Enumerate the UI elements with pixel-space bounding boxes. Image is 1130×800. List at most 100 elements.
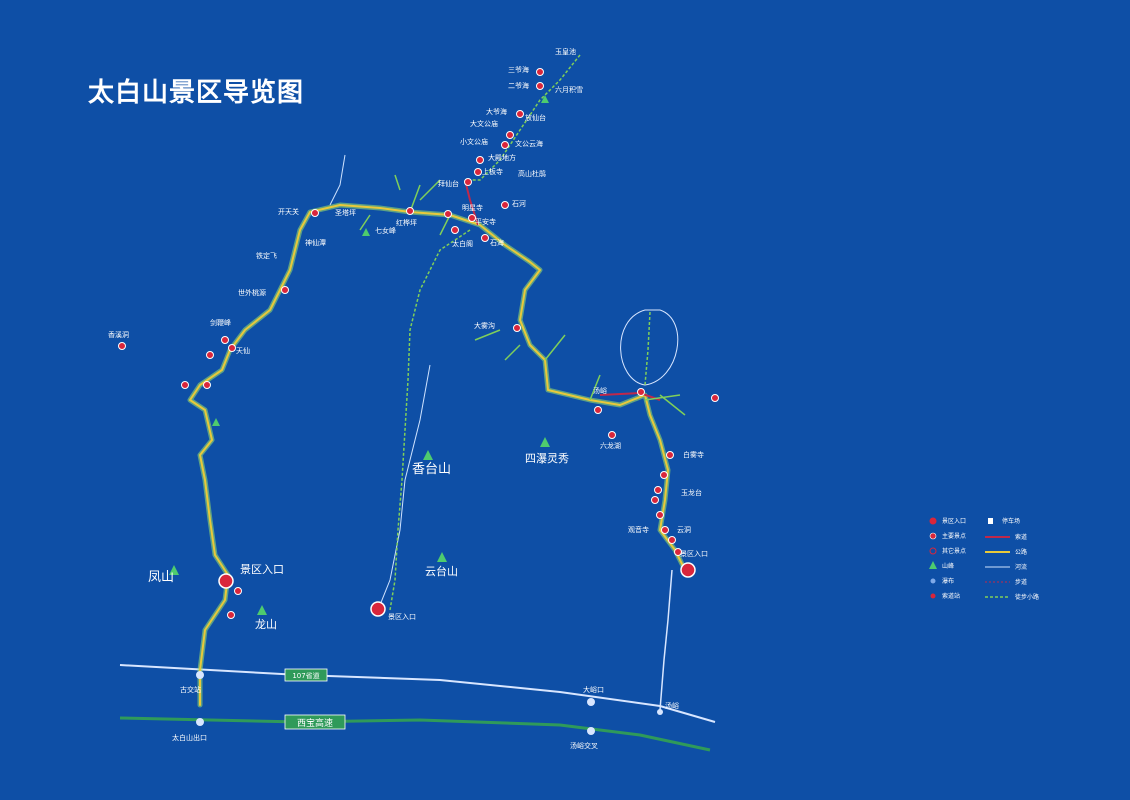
legend-parking-icon: [988, 518, 993, 524]
place-label: 石河: [512, 200, 526, 208]
east-entry-road: [659, 569, 673, 711]
spot: [464, 178, 472, 186]
place-label: 玉皇池: [555, 47, 576, 56]
spot: [660, 471, 668, 479]
map-title: 太白山景区导览图: [88, 78, 305, 108]
province-road-label: 107省道: [292, 671, 319, 680]
area-label: 四瀑灵秀: [525, 452, 569, 465]
spot: [451, 226, 459, 234]
legend-spot-icon: [929, 532, 937, 540]
main-road-west-core: [189, 204, 686, 706]
place-label: 文公云海: [515, 139, 543, 148]
highway-sign: [284, 714, 346, 730]
spot: [661, 526, 669, 534]
legend-label: 景区入口: [942, 518, 966, 525]
legend-label: 主要景点: [942, 532, 966, 540]
spot: [637, 388, 645, 396]
trail-east-inner: [644, 311, 651, 386]
junction: [196, 671, 204, 679]
exit-label: 太白山出口: [172, 733, 207, 742]
place-label: 上板寺: [482, 167, 503, 176]
legend-entry-icon: [929, 517, 937, 525]
place-label: 铁定飞: [256, 251, 277, 260]
entry-marker-west: [218, 573, 234, 589]
trail-mid: [389, 229, 471, 611]
xibao-highway: [119, 716, 711, 752]
spot: [654, 486, 662, 494]
place-label: 放仙台: [525, 113, 546, 122]
trail-branches: [359, 174, 686, 416]
mountain-icon: [540, 437, 550, 447]
mountain-icon: [362, 228, 370, 236]
mountain-icon: [541, 95, 549, 103]
legend-label: 瀑布: [942, 577, 954, 585]
place-label: 二爷海: [508, 81, 529, 90]
legend-cablestation-icon: [930, 593, 936, 599]
mountain-icon: [437, 552, 447, 562]
spot: [608, 431, 616, 439]
spot: [468, 214, 476, 222]
spot: [474, 168, 482, 176]
spot: [203, 381, 211, 389]
spot: [668, 536, 676, 544]
spot: [666, 451, 674, 459]
place-label: 大爷海: [486, 107, 507, 116]
place-label: 大殿地方: [488, 153, 516, 162]
entry-label: 景区入口: [240, 563, 284, 576]
place-label: 神仙潭: [305, 238, 326, 247]
entry-marker-east: [680, 562, 696, 578]
place-label: 大雾沟: [474, 321, 495, 330]
mountain-icon: [423, 450, 433, 460]
legend: 景区入口 主要景点 其它景点 山峰 瀑布 索道站 停车场 索道 公路 河流 步道…: [929, 517, 1039, 601]
spot: [674, 548, 682, 556]
junction: [196, 718, 204, 726]
spot: [506, 131, 514, 139]
legend-label: 徒步小路: [1015, 593, 1039, 601]
peak-label: 香台山: [412, 462, 451, 477]
spot: [501, 141, 509, 149]
mountain-icon: [169, 565, 179, 575]
spot: [181, 381, 189, 389]
highway-label: 西宝高速: [297, 717, 333, 729]
legend-label: 公路: [1015, 548, 1027, 556]
entry-label: 景区入口: [680, 550, 708, 558]
junction: [657, 709, 663, 715]
spot: [481, 234, 489, 242]
place-label: 云洞: [677, 525, 691, 534]
place-label: 汤峪: [593, 386, 607, 395]
place-label: 圣塔坪: [335, 208, 356, 217]
place-label: 拜仙台: [438, 179, 459, 188]
legend-waterfall-icon: [930, 578, 936, 584]
entry-marker-mid: [370, 601, 386, 617]
river: [329, 154, 346, 206]
spot: [228, 344, 236, 352]
junction-label: 汤峪交叉: [570, 741, 598, 750]
place-label: 世外桃源: [238, 288, 266, 297]
spot: [227, 611, 235, 619]
spot: [281, 286, 289, 294]
spot: [594, 406, 602, 414]
scenic-spots: [118, 68, 719, 619]
place-label: 白雾寺: [683, 450, 704, 459]
spot: [476, 156, 484, 164]
spot: [406, 207, 414, 215]
place-label: 石海: [490, 238, 504, 247]
legend-label: 河流: [1015, 563, 1027, 571]
spot: [311, 209, 319, 217]
legend-label: 其它景点: [942, 547, 966, 555]
spot: [536, 68, 544, 76]
province-road: [119, 664, 716, 723]
place-label: 观音寺: [628, 525, 649, 534]
mountain-icon: [212, 418, 220, 426]
legend-label: 山峰: [942, 562, 954, 570]
place-label: 香溪洞: [108, 330, 129, 339]
spot: [516, 110, 524, 118]
junction-label: 汤峪: [665, 701, 679, 710]
legend-label: 步道: [1015, 578, 1027, 586]
mountain-icons: [169, 95, 550, 615]
place-label: 六月积雪: [555, 85, 583, 94]
place-label: 剑鞭峰: [210, 318, 231, 327]
place-label: 天仙: [236, 346, 250, 355]
place-label: 小文公庙: [460, 137, 488, 146]
place-label: 玉龙台: [681, 488, 702, 497]
